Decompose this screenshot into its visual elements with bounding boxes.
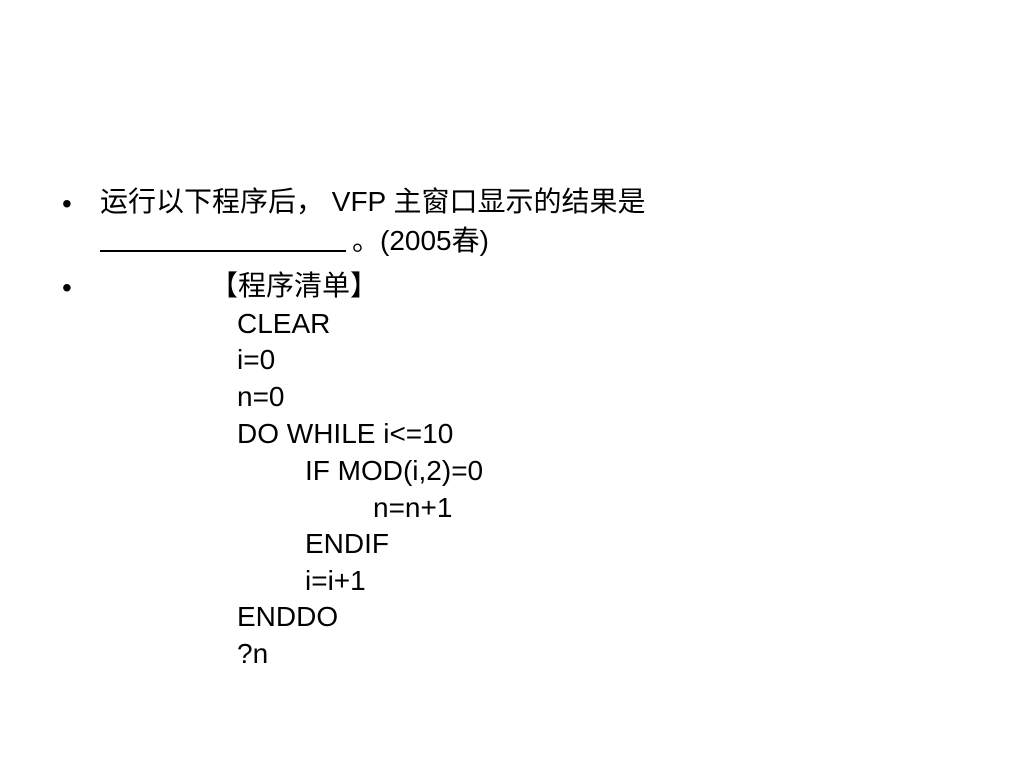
answer-blank <box>100 222 346 252</box>
bullet-marker: • <box>62 272 72 303</box>
listing-title: 【程序清单】 <box>210 270 379 301</box>
code-line: ENDDO <box>237 601 339 632</box>
code-line: CLEAR <box>237 308 331 339</box>
code-line: ENDIF <box>305 528 389 559</box>
code-line: i=0 <box>237 344 276 375</box>
code-line: i=i+1 <box>305 565 366 596</box>
code-line: DO WHILE i<=10 <box>237 418 454 449</box>
bullet-marker: • <box>62 188 72 219</box>
code-line: ?n <box>237 638 269 669</box>
question-text: 运行以下程序后， VFP 主窗口显示的结果是 <box>100 186 646 217</box>
question-answer-line: 。(2005春) <box>100 222 489 259</box>
code-line: n=n+1 <box>373 492 453 523</box>
code-line: IF MOD(i,2)=0 <box>305 455 484 486</box>
code-line: n=0 <box>237 381 285 412</box>
question-source: 。(2005春) <box>352 225 489 256</box>
